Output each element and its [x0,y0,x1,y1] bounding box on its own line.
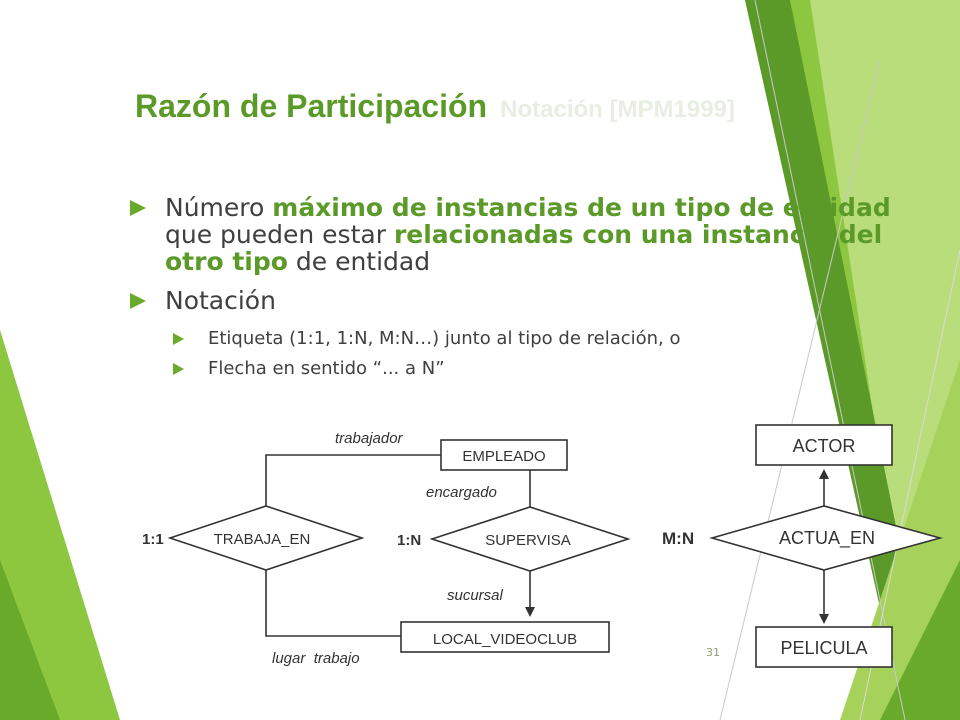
entity-pelicula-label: PELICULA [780,638,867,658]
entity-local-videoclub-label: LOCAL_VIDEOCLUB [433,631,577,648]
entity-empleado-label: EMPLEADO [462,448,545,465]
bullet-list: Número máximo de instancias de un tipo d… [130,194,930,386]
entity-pelicula [755,626,893,668]
slide-title: Razón de Participación Notación [MPM1999… [135,88,735,125]
relationship-trabaja-en [167,505,365,571]
bullet-text-emphasis: máximo de instancias de un tipo de entid… [272,193,891,222]
relationship-trabaja-en-label: TRABAJA_EN [214,531,311,548]
page-number: 31 [706,646,720,659]
title-main: Razón de Participación [135,88,488,124]
relationship-actua-en-label: ACTUA_EN [779,528,875,549]
relationship-actua-en [709,505,944,571]
line-trabaja-empleado [265,454,441,506]
diagonal-line-1 [754,0,906,720]
left-green-triangle [0,330,120,720]
bullet-item: Flecha en sentido “... a N” [173,356,930,382]
title-subtitle: Notación [MPM1999] [500,96,735,123]
entity-actor [755,424,893,466]
role-sucursal: sucursal [447,587,504,604]
right-bottom-dark [880,560,960,720]
role-trabajador: trabajador [335,430,404,447]
line-trabaja-local [265,570,401,637]
role-lugar-trabajo: lugar trabajo [272,650,360,667]
cardinality-supervisa: 1:N [397,532,421,549]
bullet-item: Etiqueta (1:1, 1:N, M:N…) junto al tipo … [173,326,930,352]
bullet-text-emphasis: relacionadas con una instancia del otro … [165,220,883,276]
bullet-text: Notación [165,286,276,315]
connector-lines [265,454,829,637]
relationship-supervisa [429,506,631,572]
bullet-item: Número máximo de instancias de un tipo d… [130,194,930,275]
bullet-arrow-icon [130,293,146,309]
cardinality-actua-en: M:N [662,529,694,548]
left-green-triangle-shade [0,560,60,720]
bullet-arrow-icon [173,333,184,345]
cardinality-trabaja-en: 1:1 [142,531,164,548]
bullet-text: Etiqueta (1:1, 1:N, M:N…) junto al tipo … [208,328,681,349]
bullet-text: Número [165,193,273,222]
entity-local-videoclub [400,621,610,653]
role-encargado: encargado [426,484,497,501]
bullet-text: Flecha en sentido “... a N” [208,358,445,379]
bullet-arrow-icon [130,200,146,216]
relationship-supervisa-label: SUPERVISA [485,532,571,549]
entity-actor-label: ACTOR [793,436,856,456]
bullet-text: de entidad [287,247,431,276]
bullet-arrow-icon [173,363,184,375]
bullet-item: Notación [130,287,930,314]
bullet-text: que pueden estar [165,220,394,249]
diagonal-line-2 [719,59,881,720]
entity-empleado [440,439,568,471]
